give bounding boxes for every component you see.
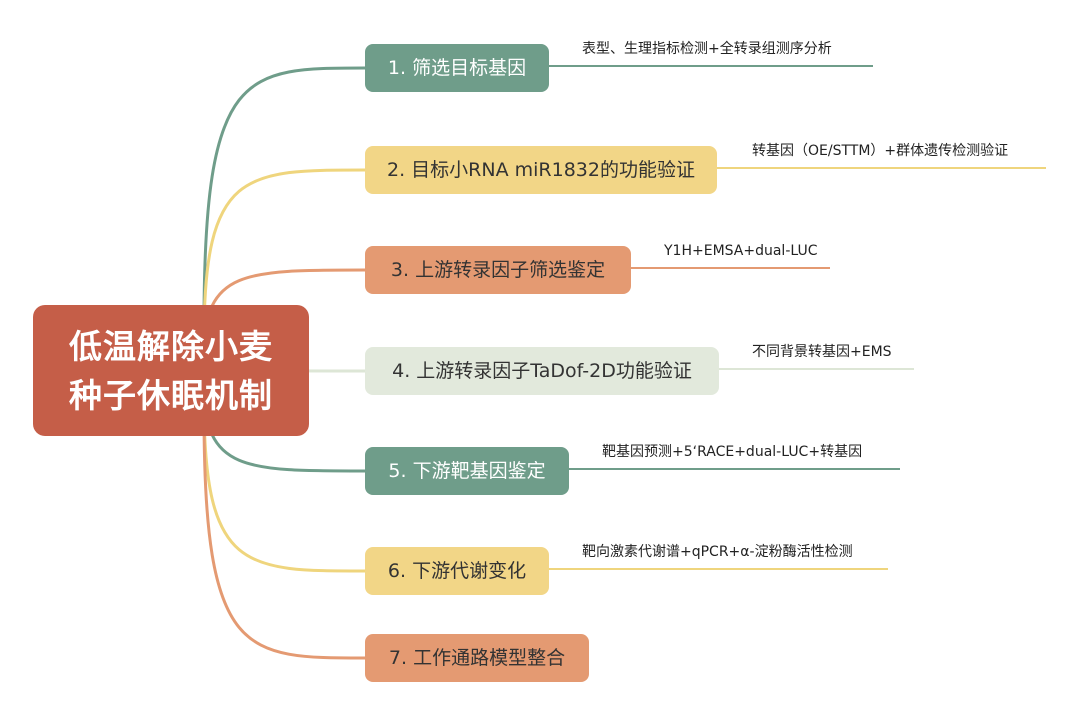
branch-4-tadof-function[interactable]: 4. 上游转录因子TaDof-2D功能验证 — [365, 347, 719, 395]
branch-1-note: 表型、生理指标检测+全转录组测序分析 — [582, 41, 832, 57]
branch-5-note: 靶基因预测+5‘RACE+dual-LUC+转基因 — [602, 444, 863, 460]
branch-label: 2. 目标小RNA miR1832的功能验证 — [387, 159, 695, 181]
connector-1 — [202, 66, 367, 327]
branch-label: 3. 上游转录因子筛选鉴定 — [390, 259, 606, 281]
branch-5-downstream-targets[interactable]: 5. 下游靶基因鉴定 — [365, 447, 569, 495]
branch-6-downstream-metabolism[interactable]: 6. 下游代谢变化 — [365, 547, 549, 595]
central-topic[interactable]: 低温解除小麦种子休眠机制 — [33, 305, 309, 436]
branch-label: 4. 上游转录因子TaDof-2D功能验证 — [392, 360, 692, 382]
connector-7 — [202, 411, 367, 660]
branch-label: 1. 筛选目标基因 — [387, 57, 527, 79]
connector-6 — [202, 398, 367, 573]
branch-label: 6. 下游代谢变化 — [387, 560, 527, 582]
branch-label: 5. 下游靶基因鉴定 — [388, 460, 546, 482]
connector-2 — [202, 168, 367, 342]
branch-label: 7. 工作通路模型整合 — [388, 647, 566, 669]
branch-1-filter-target-genes[interactable]: 1. 筛选目标基因 — [365, 44, 549, 92]
branch-2-note: 转基因（OE/STTM）+群体遗传检测验证 — [752, 143, 1009, 159]
branch-3-note: Y1H+EMSA+dual-LUC — [664, 243, 818, 259]
branch-4-note: 不同背景转基因+EMS — [752, 344, 892, 360]
branch-2-mirna-function[interactable]: 2. 目标小RNA miR1832的功能验证 — [365, 146, 717, 194]
branch-7-pathway-model[interactable]: 7. 工作通路模型整合 — [365, 634, 589, 682]
branch-3-upstream-tf-screening[interactable]: 3. 上游转录因子筛选鉴定 — [365, 246, 631, 294]
central-topic-title: 低温解除小麦种子休眠机制 — [69, 326, 273, 415]
branch-6-note: 靶向激素代谢谱+qPCR+α-淀粉酶活性检测 — [582, 544, 853, 560]
